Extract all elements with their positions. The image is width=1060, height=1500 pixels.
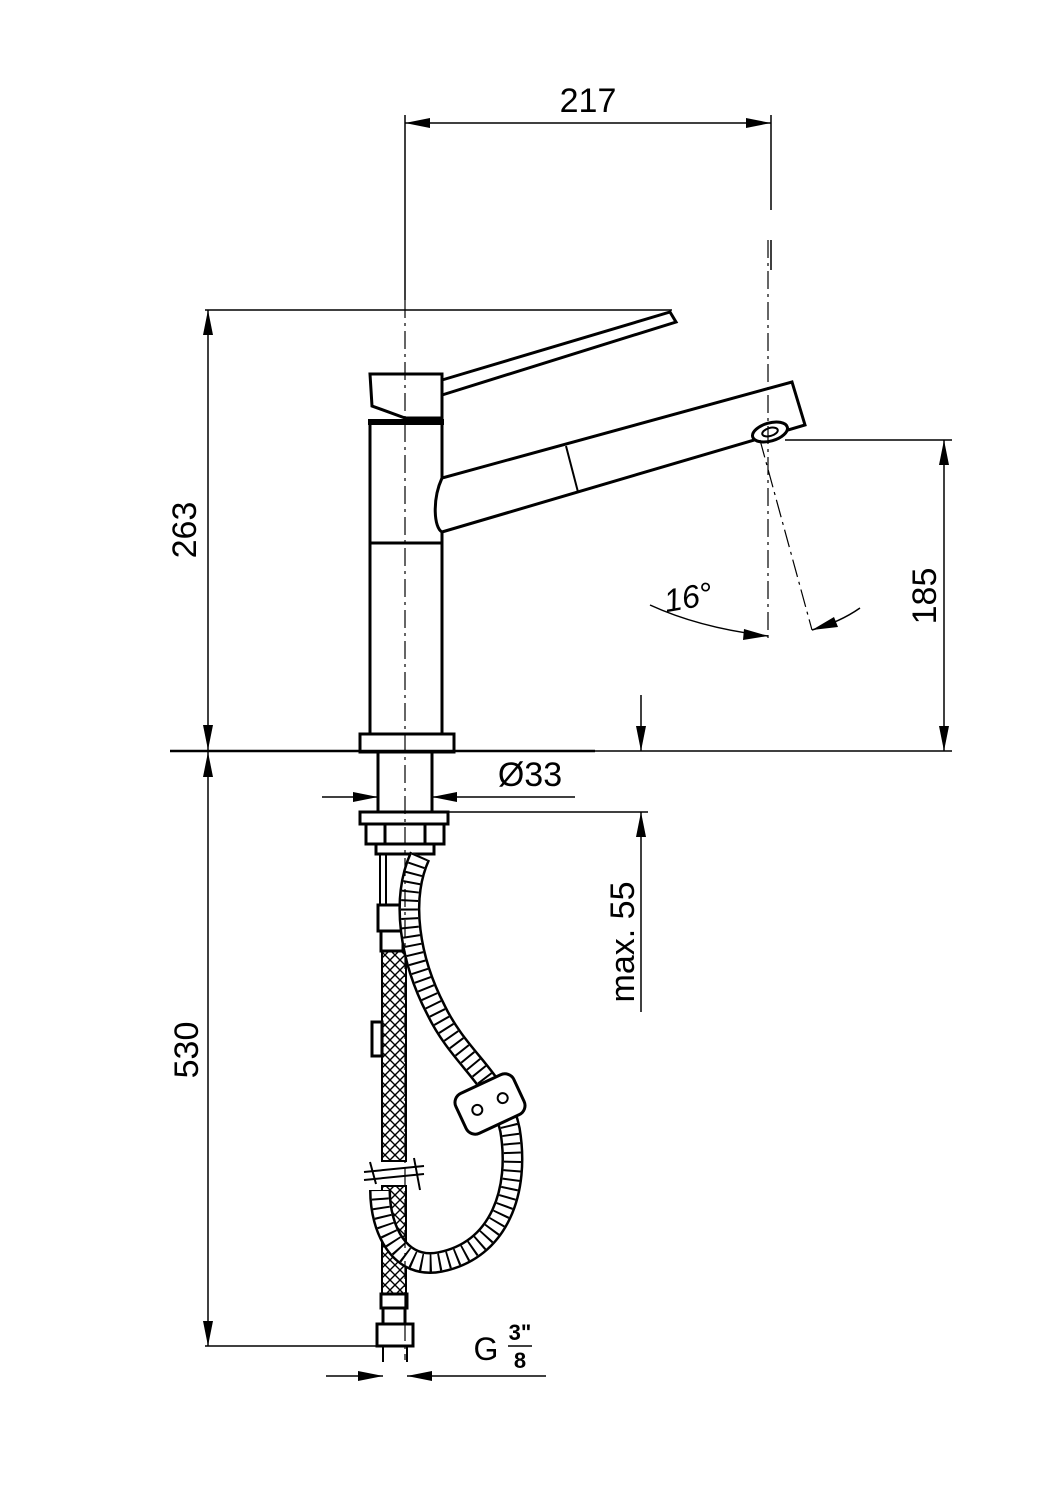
dim-overall-reach: 217 (404, 82, 772, 300)
under-sink-assembly (358, 750, 527, 1362)
hose-length-label: 530 (168, 1022, 206, 1079)
spout (433, 380, 807, 534)
spout-height-label: 185 (906, 568, 944, 625)
g38-connector (375, 1322, 415, 1348)
dim-spout-height: 185 (595, 439, 952, 752)
spout-joint (565, 445, 579, 493)
hose-break-mark (363, 1157, 425, 1191)
lever-head (368, 372, 444, 420)
thread-prefix: G (474, 1331, 499, 1367)
max-worktop-label: max. 55 (604, 882, 642, 1003)
spray-angle-centerline (759, 439, 813, 631)
base-ring (358, 732, 456, 754)
lever-handle (440, 310, 679, 398)
faucet-body (358, 310, 807, 754)
reach-label: 217 (560, 82, 617, 120)
faucet-column (368, 421, 444, 736)
washer (358, 810, 450, 826)
aerator (751, 420, 789, 444)
dim-max-worktop: max. 55 (448, 811, 648, 1012)
thread-numerator: 3" (509, 1320, 532, 1345)
angle-label: 16° (661, 575, 715, 619)
dim-overall-height: 263 (166, 309, 672, 750)
braided-hose-upper (381, 950, 407, 1162)
dim-spout-angle: 16° (649, 575, 861, 640)
thread-denominator: 8 (514, 1348, 526, 1373)
hose-counterweight (453, 1072, 527, 1136)
height-label: 263 (166, 502, 204, 559)
diameter-label: Ø33 (498, 756, 562, 794)
dim-shank-diameter: Ø33 (322, 756, 575, 802)
dim-thread: G 3" 8 (326, 1320, 546, 1381)
dim-hose-length: 530 (168, 752, 378, 1347)
